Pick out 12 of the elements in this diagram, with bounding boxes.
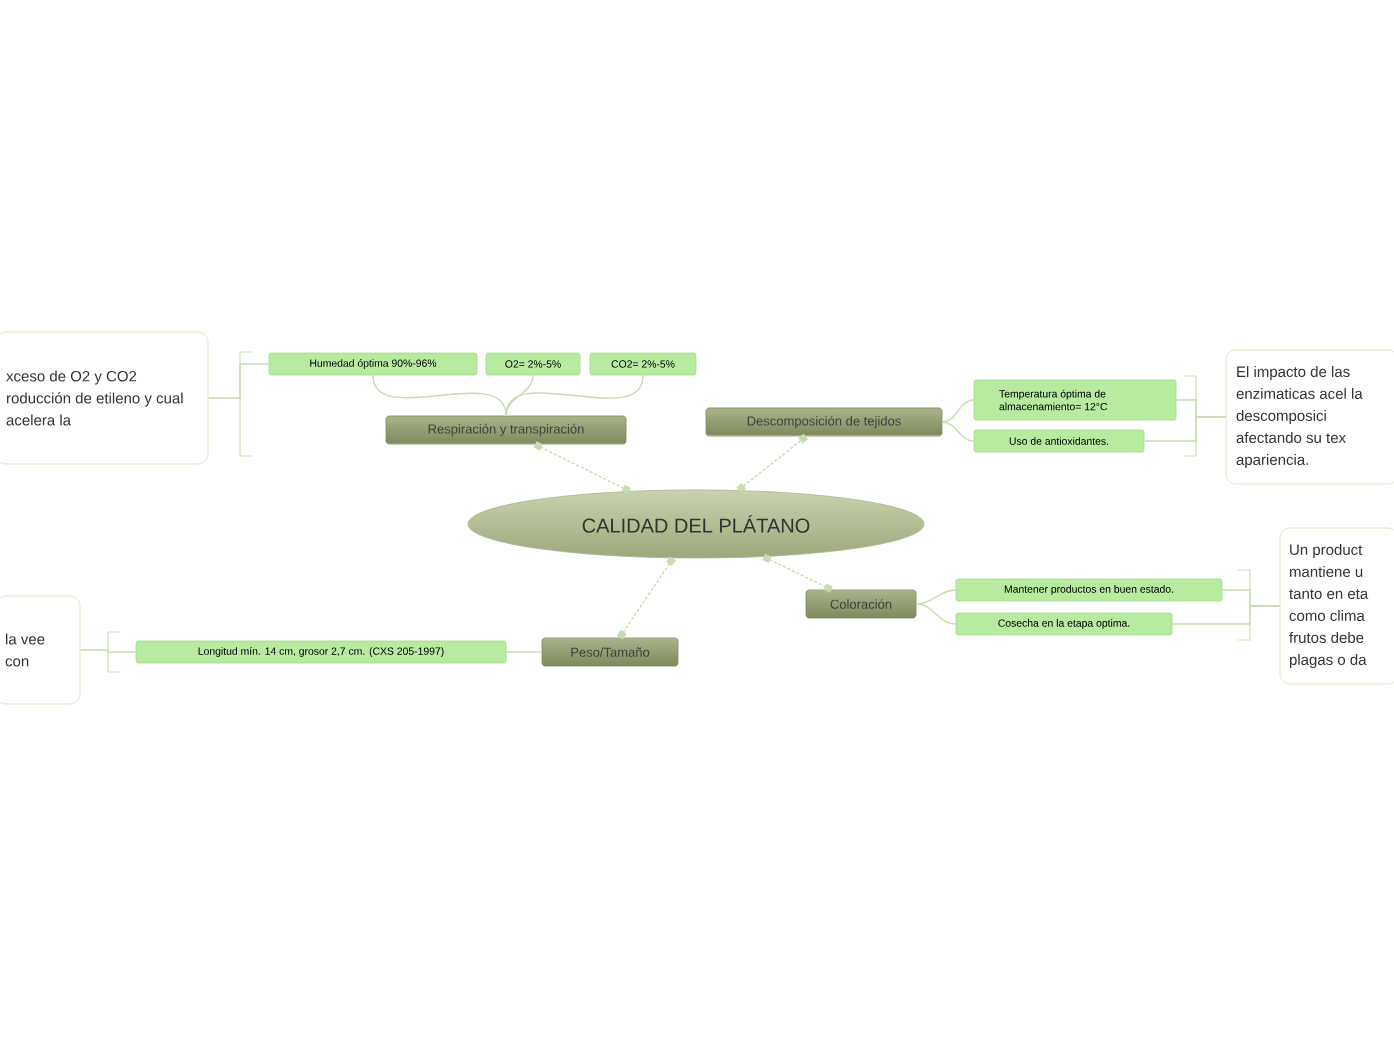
connector — [372, 374, 507, 417]
connector — [1143, 416, 1227, 442]
connector — [762, 553, 833, 593]
connector — [505, 374, 644, 417]
connector — [941, 399, 975, 423]
connector — [1171, 605, 1281, 625]
connector — [207, 363, 270, 399]
connector — [79, 649, 137, 653]
connector — [915, 603, 957, 625]
connector — [505, 651, 543, 653]
connector — [915, 589, 957, 605]
connector — [941, 421, 975, 442]
